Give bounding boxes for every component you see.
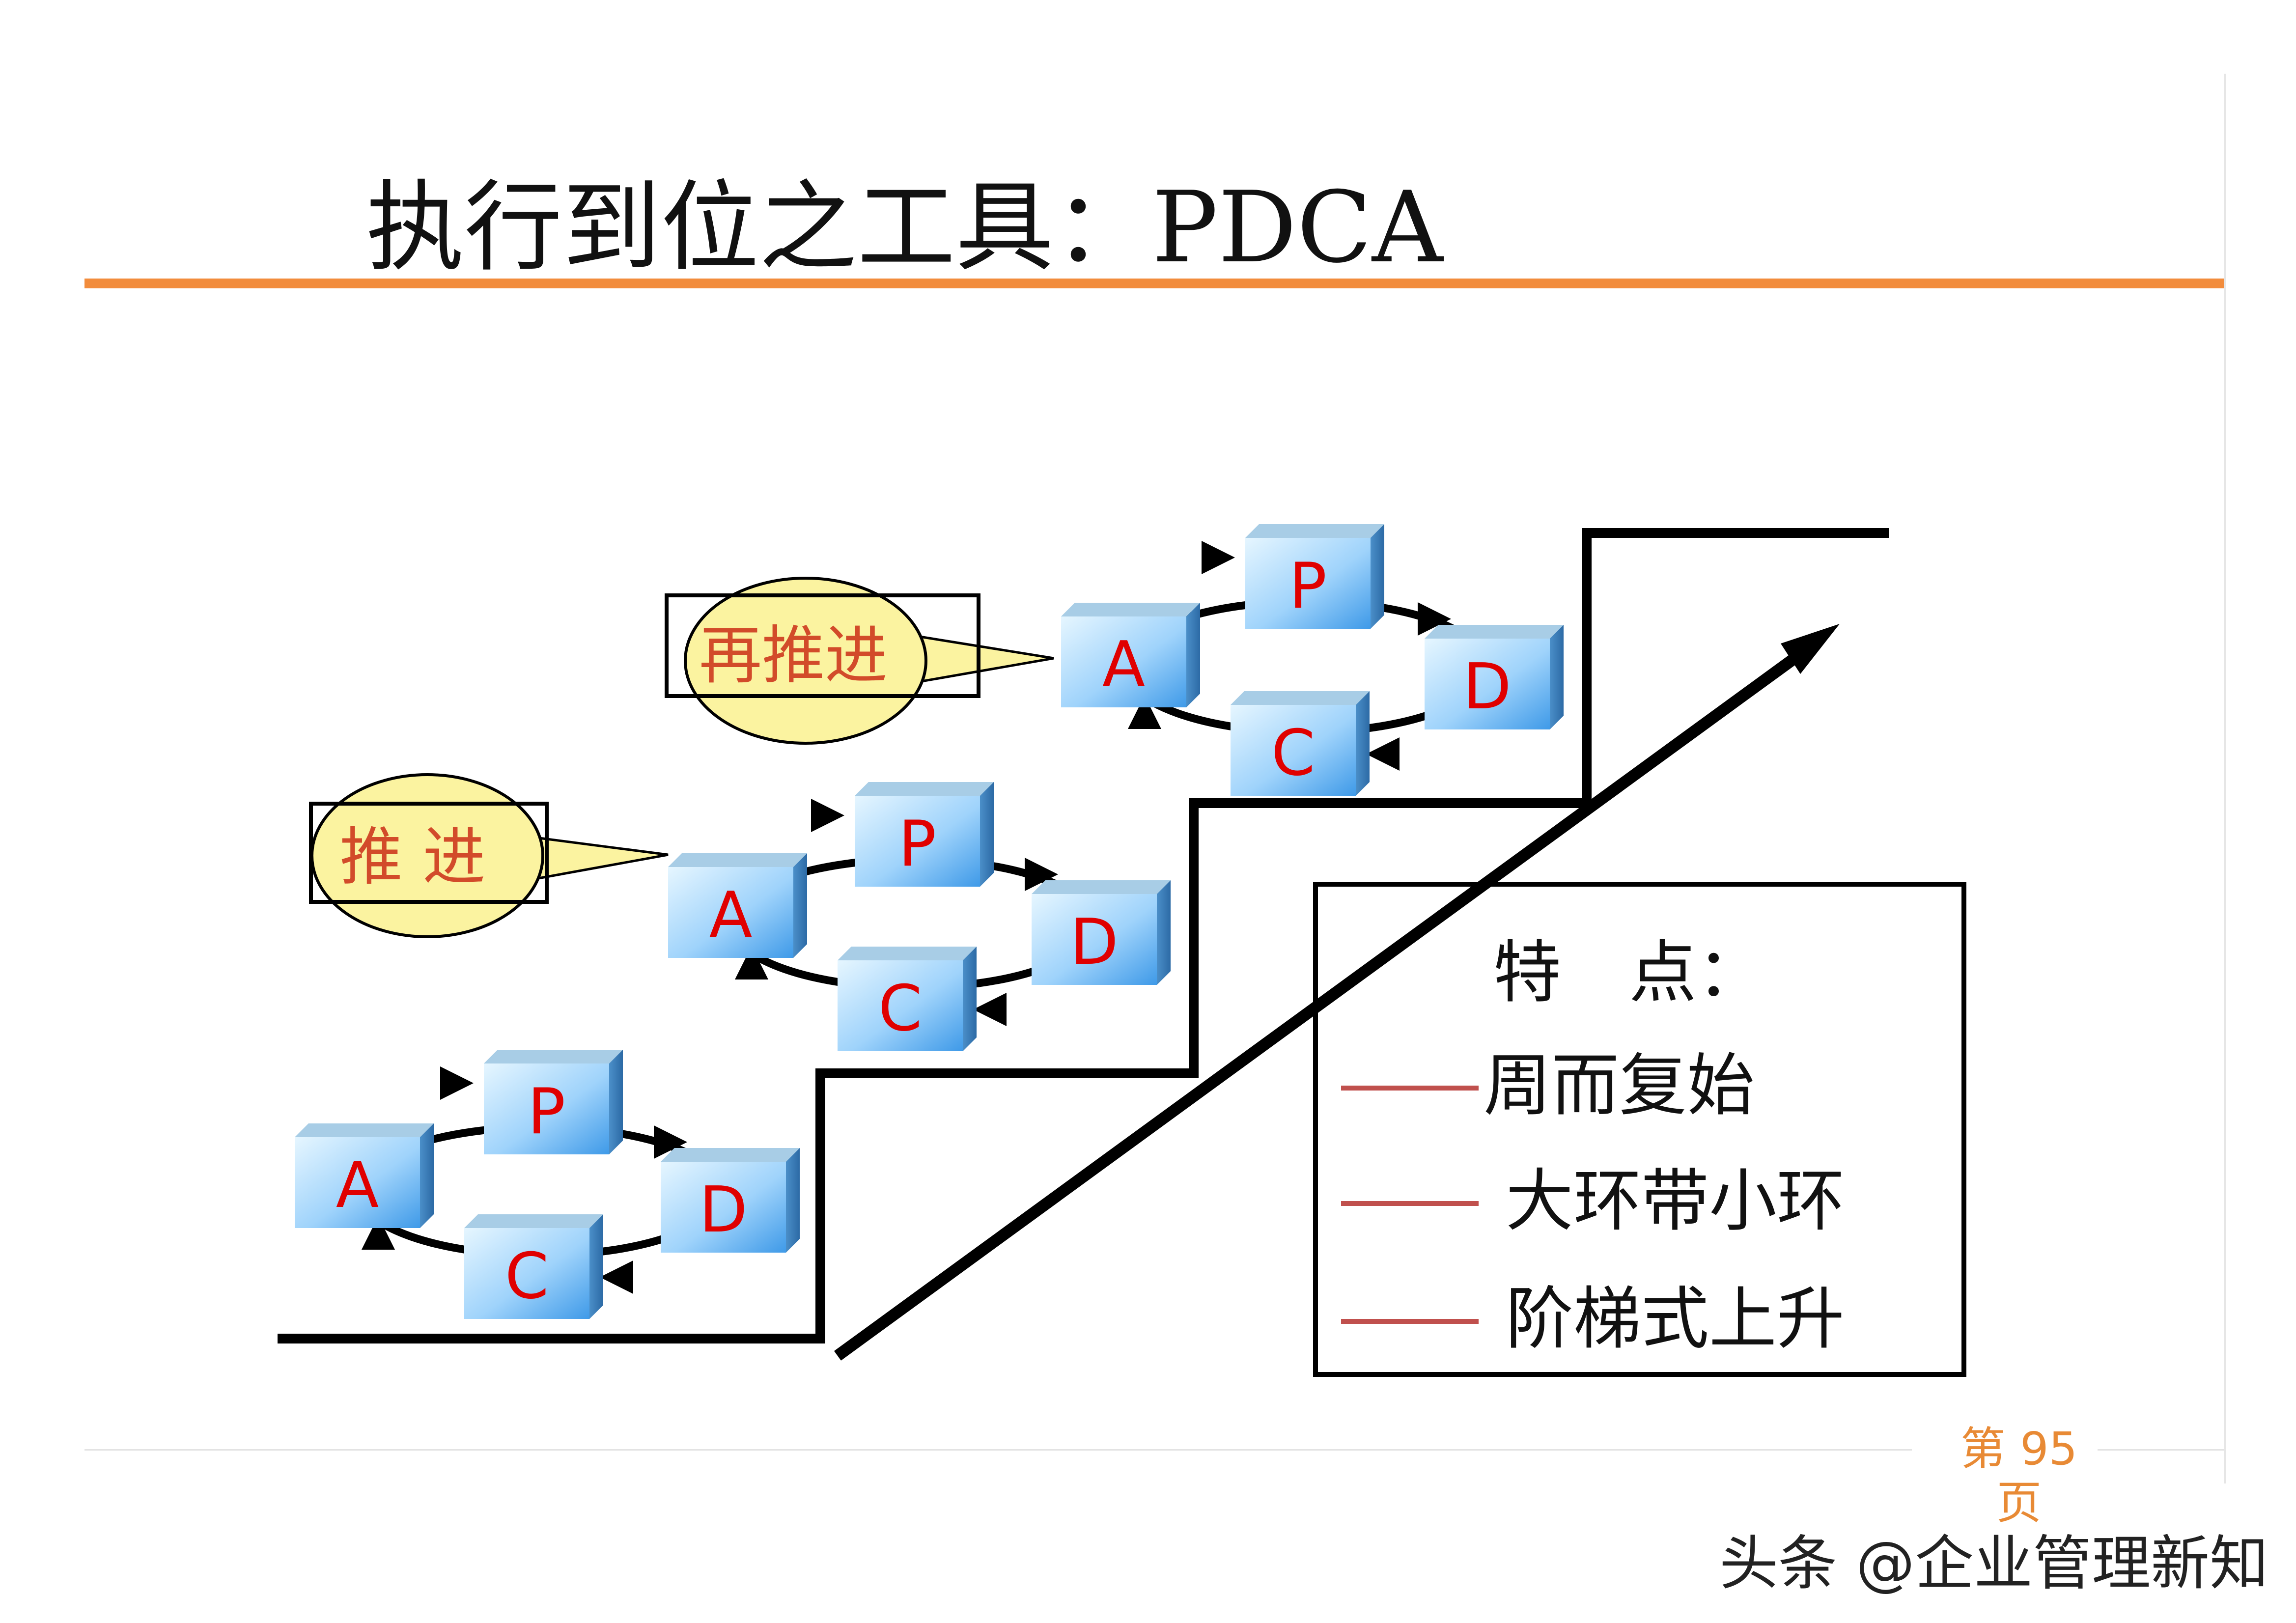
page-number-line2: 页 bbox=[1996, 1477, 2042, 1530]
pdca-box-c: C bbox=[838, 947, 977, 1051]
watermark: 头条 @企业管理新知 bbox=[1719, 1530, 2269, 1598]
legend-box: 特 点： 周而复始 大环带小环 阶梯式上升 bbox=[1313, 882, 1966, 1377]
callout-push-again-text: 再推进 bbox=[699, 619, 888, 693]
pdca-box-p: P bbox=[1245, 524, 1384, 629]
cycle-arrow-a-to-p bbox=[1202, 541, 1235, 574]
cycle-arrow-c-to-a bbox=[362, 1216, 395, 1250]
legend-heading: 特 点： bbox=[1493, 933, 1764, 1012]
page-number: 第 95 页 bbox=[1960, 1422, 2078, 1531]
pdca-letter-p: P bbox=[898, 808, 936, 881]
pdca-letter-d: D bbox=[1463, 650, 1512, 724]
pdca-letter-a: A bbox=[1102, 628, 1146, 701]
pdca-letter-p: P bbox=[1289, 550, 1327, 623]
pdca-box-c: C bbox=[1231, 691, 1370, 796]
pdca-cycle-level-2: A P D C bbox=[668, 782, 1171, 1051]
pdca-cycle-level-1: A P D C bbox=[295, 1050, 800, 1319]
legend-item-step-rise: 阶梯式上升 bbox=[1506, 1280, 1845, 1359]
legend-item-nested-rings: 大环带小环 bbox=[1506, 1162, 1845, 1241]
pdca-letter-d: D bbox=[699, 1174, 748, 1247]
page-number-line1: 第 95 bbox=[1960, 1423, 2078, 1475]
pdca-letter-d: D bbox=[1070, 906, 1119, 979]
cycle-arrow-c-to-a bbox=[735, 946, 768, 979]
staircase-line bbox=[278, 528, 1889, 1343]
footer-rule-right bbox=[2098, 1449, 2224, 1451]
pdca-box-a: A bbox=[668, 853, 807, 958]
cycle-arrow-d-to-c bbox=[1366, 737, 1400, 771]
cycle-arrow-c-to-a bbox=[1128, 696, 1161, 729]
ascending-arrow-head bbox=[1781, 624, 1840, 674]
pdca-box-a: A bbox=[1061, 603, 1200, 707]
page-title: 执行到位之工具：PDCA bbox=[366, 170, 1443, 285]
cycle-arrow-p-to-d bbox=[654, 1125, 687, 1159]
pdca-box-p: P bbox=[484, 1050, 623, 1154]
pdca-box-a: A bbox=[295, 1123, 434, 1228]
cycle-arrow-p-to-d bbox=[1418, 602, 1451, 636]
pdca-letter-a: A bbox=[336, 1149, 379, 1222]
pdca-cycle-level-3: A P D C bbox=[1061, 524, 1564, 796]
pdca-letter-a: A bbox=[709, 879, 753, 952]
title-underline bbox=[84, 279, 2224, 288]
cycle-arrow-a-to-p bbox=[811, 799, 844, 832]
pdca-letter-c: C bbox=[878, 972, 922, 1045]
cycle-arrow-d-to-c bbox=[973, 993, 1007, 1026]
pdca-box-d: D bbox=[1032, 880, 1171, 985]
cycle-arrow-a-to-p bbox=[440, 1066, 474, 1100]
footer-rule bbox=[84, 1449, 1912, 1451]
pdca-box-p: P bbox=[855, 782, 994, 887]
cycle-arrow-d-to-c bbox=[600, 1260, 633, 1294]
slide-right-border bbox=[2224, 74, 2226, 1483]
callout-push-text: 推 进 bbox=[340, 821, 486, 894]
pdca-box-d: D bbox=[1425, 625, 1564, 729]
cycle-arrow-p-to-d bbox=[1025, 858, 1058, 891]
pdca-letter-p: P bbox=[528, 1075, 565, 1148]
pdca-box-d: D bbox=[661, 1148, 800, 1253]
pdca-cycles: A P D C A P D C A P D C bbox=[295, 524, 1564, 1319]
callout-push: 推 进 bbox=[309, 773, 669, 938]
legend-item-cycle: 周而复始 bbox=[1484, 1046, 1755, 1125]
callout-push-again: 再推进 bbox=[665, 577, 1054, 745]
pdca-letter-c: C bbox=[505, 1240, 549, 1313]
pdca-letter-c: C bbox=[1271, 717, 1315, 790]
pdca-box-c: C bbox=[464, 1214, 603, 1319]
